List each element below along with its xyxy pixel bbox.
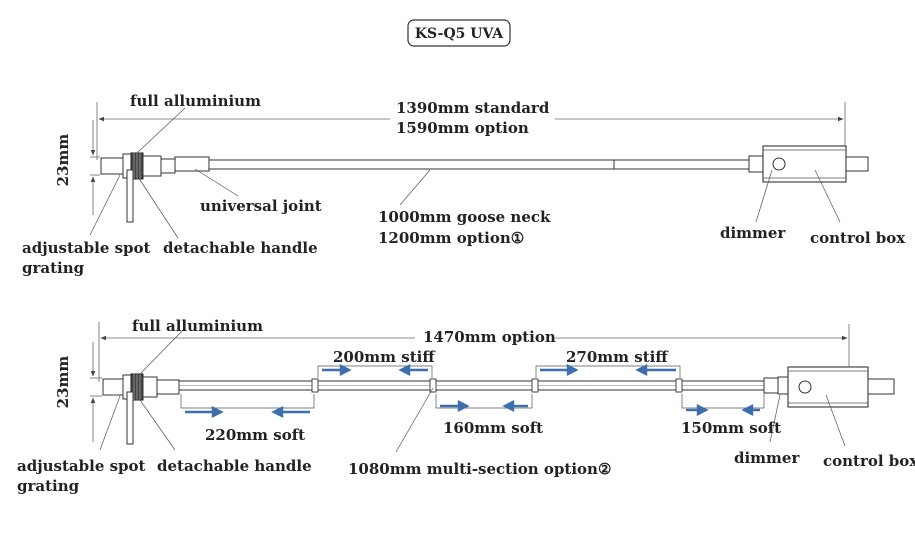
bottom-lamp-head: [102, 373, 180, 445]
top-full-alu-label: full alluminium: [130, 92, 261, 110]
top-universal-joint-label: universal joint: [200, 197, 322, 215]
top-detachable-handle-label: detachable handle: [163, 239, 318, 257]
bottom-height-label: 23mm: [54, 356, 72, 409]
top-length-standard: 1390mm standard: [396, 99, 550, 117]
bottom-diagram: 23mm 1470mm option: [17, 317, 915, 495]
bottom-dimmer-label: dimmer: [734, 449, 800, 467]
top-control-box-label: control box: [810, 229, 906, 247]
top-lamp-head: [100, 152, 210, 223]
bottom-dimmer-knob: [798, 380, 812, 394]
top-grating-label: grating: [22, 259, 85, 277]
top-goose-neck-label: 1000mm goose neck: [378, 208, 551, 226]
top-diagram: 23mm 1390mm standard 1590mm option: [22, 92, 906, 277]
title-box: KS-Q5 UVA: [407, 19, 511, 47]
stiff-200-label: 200mm stiff: [333, 348, 436, 366]
multi-section-label: 1080mm multi-section option②: [348, 460, 611, 478]
top-adjustable-spot-label: adjustable spot: [22, 239, 151, 257]
bottom-adjustable-spot-label: adjustable spot: [17, 457, 146, 475]
bottom-control-box: [777, 366, 895, 408]
bottom-detachable-handle-label: detachable handle: [157, 457, 312, 475]
top-tube: [613, 159, 750, 170]
soft-220-label: 220mm soft: [205, 426, 305, 444]
title-text: KS-Q5 UVA: [415, 26, 504, 42]
bottom-length-option: 1470mm option: [423, 328, 556, 346]
soft-150-label: 150mm soft: [681, 419, 781, 437]
segment-arrows: [185, 364, 760, 418]
bottom-multi-section-tube: [178, 377, 779, 394]
top-length-option: 1590mm option: [396, 119, 529, 137]
segment-brackets: [180, 365, 765, 409]
bottom-grating-label: grating: [17, 477, 80, 495]
top-goose-neck: [208, 159, 615, 170]
bottom-full-alu-label: full alluminium: [132, 317, 263, 335]
stiff-270-label: 270mm stiff: [566, 348, 669, 366]
top-goose-option-label: 1200mm option①: [378, 229, 524, 247]
top-control-box: [748, 145, 869, 183]
soft-160-label: 160mm soft: [443, 419, 543, 437]
bottom-control-box-label: control box: [823, 452, 915, 470]
top-dimmer-knob: [772, 157, 786, 171]
top-height-label: 23mm: [54, 134, 72, 187]
top-dimmer-label: dimmer: [720, 224, 786, 242]
